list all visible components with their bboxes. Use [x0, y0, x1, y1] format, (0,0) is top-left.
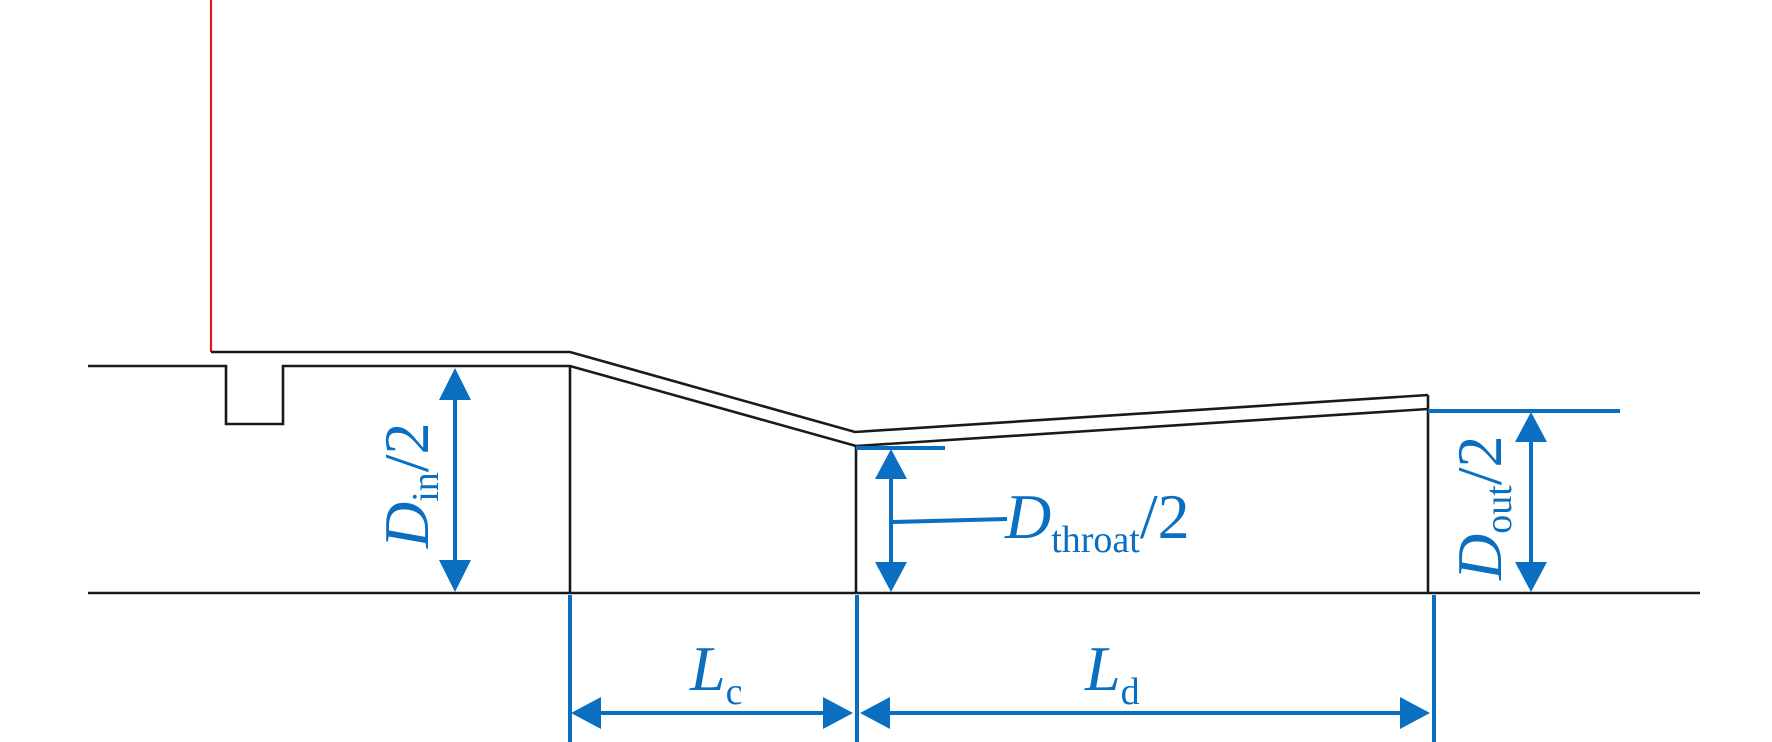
d-throat-dimension	[856, 446, 1008, 592]
outer-wall-line	[211, 350, 1429, 434]
d-throat-arrow-bottom	[875, 562, 907, 592]
ld-arrow-right	[1400, 697, 1430, 729]
ld-label: Ld	[1084, 633, 1140, 713]
d-in-label: Din/2	[371, 422, 447, 549]
d-in-dimension	[439, 368, 471, 592]
d-in-arrow-top	[439, 368, 471, 400]
lc-arrow-right	[823, 697, 853, 729]
length-dimensions	[568, 595, 1436, 742]
inner-wall-line	[88, 364, 1429, 448]
d-throat-label: Dthroat/2	[1004, 481, 1190, 561]
d-throat-arrow-top	[875, 449, 907, 479]
ld-arrow-left	[860, 697, 890, 729]
d-throat-leader-line	[892, 517, 1008, 524]
d-out-label: Dout/2	[1444, 435, 1520, 581]
d-out-dimension	[1428, 409, 1620, 592]
d-out-arrow-bottom	[1515, 562, 1547, 592]
d-in-arrow-bottom	[439, 560, 471, 592]
lc-label: Lc	[689, 633, 742, 713]
lc-arrow-left	[571, 697, 601, 729]
d-out-arrow-top	[1515, 412, 1547, 442]
